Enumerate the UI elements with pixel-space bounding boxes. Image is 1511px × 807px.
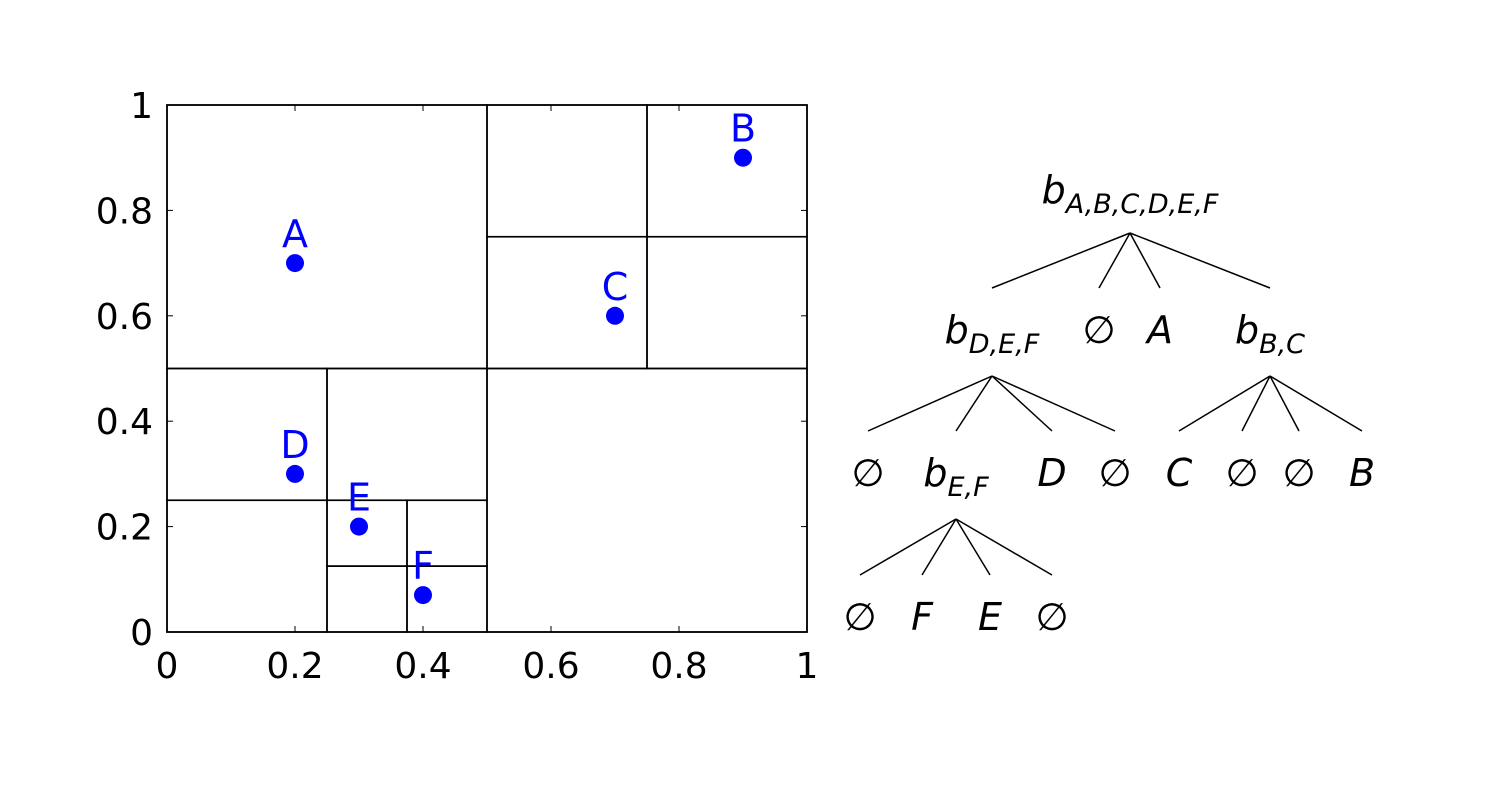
partition-cell <box>646 104 808 238</box>
tree-node: F <box>911 595 934 639</box>
y-tick-label: 0.4 <box>96 402 153 443</box>
node-main-label: D <box>1037 451 1066 495</box>
tree-edge <box>1098 232 1131 289</box>
node-main-label: b <box>945 308 969 352</box>
tree-edge <box>1241 375 1271 432</box>
tree-edge <box>1129 232 1271 289</box>
tree-edge <box>991 375 1116 432</box>
data-point <box>414 586 432 605</box>
x-tick-label: 0.4 <box>394 646 451 687</box>
empty-node: ∅ <box>1225 451 1258 495</box>
empty-node: ∅ <box>1098 451 1131 495</box>
node-main-label: b <box>1235 308 1259 352</box>
y-tick-label: 0.8 <box>96 191 153 232</box>
partition-cell <box>166 499 328 633</box>
data-point <box>286 464 304 483</box>
node-main-label: A <box>1144 308 1173 352</box>
tree-edge <box>955 518 991 576</box>
x-tick-label: 0.6 <box>522 646 579 687</box>
data-point <box>350 517 368 536</box>
plot-frame <box>166 104 808 633</box>
axis-tick-labels: 0 0.2 0.4 0.6 0.8 1 0 0.2 0.4 0.6 0.8 1 <box>96 86 819 687</box>
tree-edge <box>1129 232 1161 289</box>
node-main-label: b <box>1042 168 1066 212</box>
empty-node: ∅ <box>843 595 876 639</box>
tree-node: bE,F <box>923 451 989 503</box>
partition-cell <box>326 565 408 633</box>
tree-edge <box>991 232 1131 289</box>
data-points: A B C DEF <box>280 107 756 605</box>
node-subscript: A,B,C,D,E,F <box>1064 189 1219 220</box>
tree-edge <box>1269 375 1300 432</box>
tree-edge <box>1178 375 1271 432</box>
empty-node: ∅ <box>1035 595 1068 639</box>
tree-node: bD,E,F <box>945 308 1040 360</box>
data-point <box>734 148 752 167</box>
partition-cell <box>486 367 808 633</box>
node-main-label: B <box>1349 451 1375 495</box>
node-main-label: F <box>911 595 934 639</box>
empty-node: ∅ <box>851 451 884 495</box>
point-label: C <box>602 265 629 309</box>
partition-cell <box>646 235 808 370</box>
tree-node: D <box>1037 451 1066 495</box>
node-main-label: E <box>978 595 1002 639</box>
node-subscript: E,F <box>947 472 989 503</box>
quadtree-plot: A B C DEF 0 0.2 0.4 0.6 0.8 1 0 0.2 0.4 0.6 0.8 1 <box>96 86 819 687</box>
data-point <box>286 254 304 273</box>
x-tick-label: 0.8 <box>650 646 707 687</box>
tree-node: E <box>978 595 1002 639</box>
node-main-label: b <box>923 451 947 495</box>
tree-node: bB,C <box>1235 308 1305 360</box>
partition-cells <box>166 104 808 633</box>
tree-edges <box>859 232 1363 576</box>
tree-edge <box>1269 375 1363 432</box>
y-tick-label: 0.2 <box>96 508 153 549</box>
tree-node: bA,B,C,D,E,F <box>1042 168 1219 220</box>
y-tick-label: 0 <box>130 613 153 654</box>
node-subscript: B,C <box>1259 329 1305 360</box>
x-tick-label: 1 <box>796 646 819 687</box>
point-label: D <box>280 423 309 467</box>
point-label: A <box>282 212 308 256</box>
x-tick-label: 0 <box>156 646 179 687</box>
tree-edge <box>955 375 993 432</box>
partition-cell <box>486 104 648 238</box>
point-label: B <box>730 107 756 151</box>
x-tick-label: 0.2 <box>266 646 323 687</box>
tree-edge <box>921 518 957 576</box>
empty-node: ∅ <box>1282 451 1315 495</box>
node-main-label: C <box>1166 451 1193 495</box>
tree-node: C <box>1166 451 1193 495</box>
tree-edge <box>859 518 957 576</box>
point-label: E <box>347 476 371 520</box>
y-tick-label: 0.6 <box>96 297 153 338</box>
node-subscript: D,E,F <box>969 329 1040 360</box>
empty-node: ∅ <box>1082 308 1115 352</box>
tree-edge <box>955 518 1053 576</box>
data-point <box>606 306 624 325</box>
point-label: F <box>412 544 434 588</box>
partition-cell <box>166 104 488 370</box>
tree-node: B <box>1349 451 1375 495</box>
tree-edge <box>991 375 1053 432</box>
tree-node: A <box>1144 308 1173 352</box>
tree-edge <box>867 375 993 432</box>
y-tick-label: 1 <box>130 86 153 127</box>
